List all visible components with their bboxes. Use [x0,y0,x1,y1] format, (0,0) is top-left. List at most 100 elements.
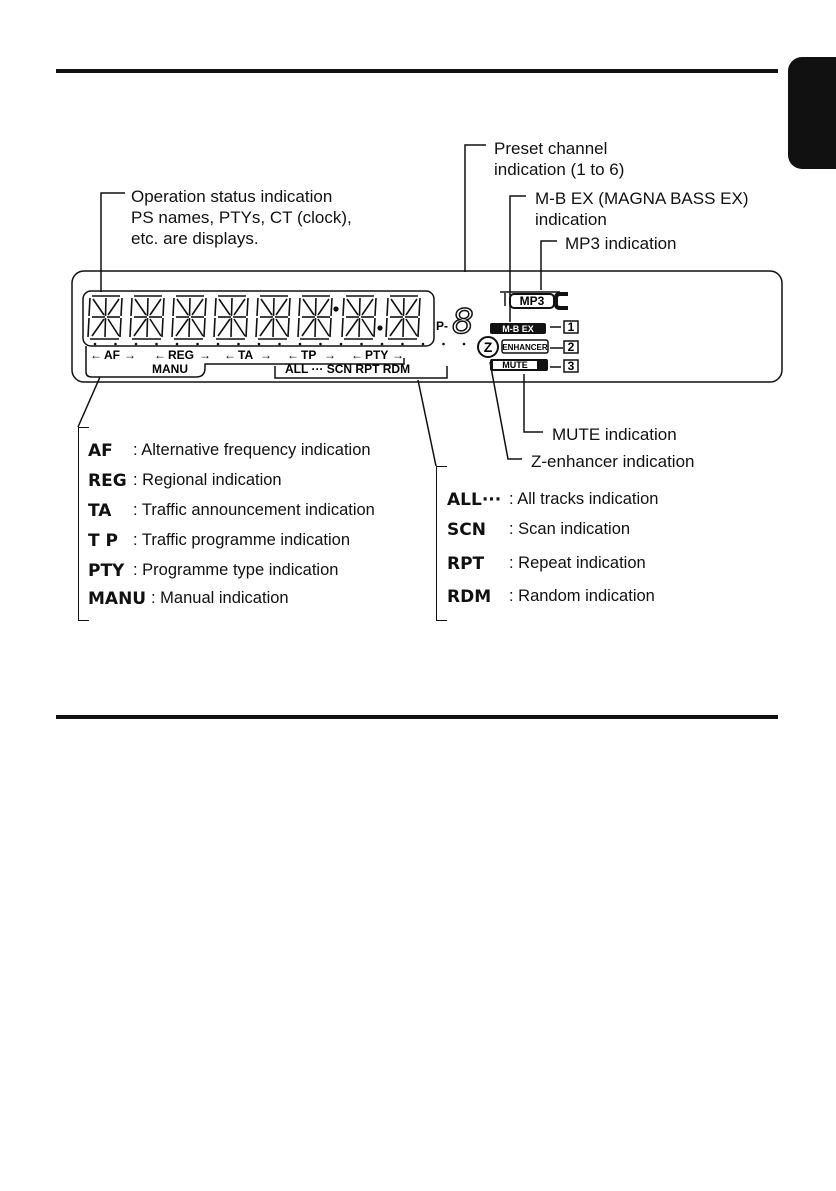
z-logo: Z [484,339,493,355]
indicator-dot [175,342,179,346]
lcd-playback-row: ALL ··· SCN RPT RDM [285,362,410,376]
callout-operation: Operation status indication PS names, PT… [131,187,352,248]
mute-badge: MUTE [502,360,528,370]
segment-char [341,295,383,340]
legend-desc-ta: : Traffic announcement indication [133,501,375,519]
legend-key-scn: SCN [447,520,486,540]
indicator-dot [360,342,363,346]
legend-key-af: AF [88,441,113,461]
preset-number-1: 1 [568,320,575,334]
indicator-dot [114,342,117,346]
callout-zenhancer: Z-enhancer indication [531,452,695,471]
leader-mbex [509,195,526,322]
callout-mbex: M-B EX (MAGNA BASS EX) indication [535,189,749,229]
legend-desc-all: : All tracks indication [509,490,659,508]
preset-prefix: P- [436,319,448,333]
svg-text:→: → [124,348,136,362]
indicator-dot [155,342,158,346]
indicator-dot [237,342,240,346]
legend-desc-rdm: : Random indication [509,587,655,605]
segment-char [297,295,339,340]
leader-preset [464,144,486,272]
preset-digit: 8 [452,302,474,342]
svg-text:←: ← [351,348,363,362]
lcd-tp: TP [301,348,316,362]
indicator-dot [339,342,343,346]
leader-zenhancer [489,361,522,460]
preset-number-2: 2 [568,340,575,354]
svg-text:→: → [392,348,404,362]
callout-mp3: MP3 indication [565,234,677,253]
lcd-reg: REG [168,348,194,362]
segment-char [171,295,207,340]
legend-desc-reg: : Regional indication [133,471,282,489]
dot-row [93,342,466,346]
indicator-dot [380,342,384,346]
svg-text:←: ← [224,348,236,362]
svg-text:→: → [199,348,211,362]
indicator-dot [93,342,97,346]
legend-desc-scn: : Scan indication [509,520,631,538]
indicator-dot [462,342,466,346]
svg-text:→: → [324,348,336,362]
segment-char [255,295,291,340]
leader-mp3 [540,240,557,290]
preset-numbers: 1 2 3 [563,320,579,373]
mbex-badge: M-B EX [502,324,534,334]
legend-key-all: ALL··· [447,490,502,510]
indicator-dot [196,342,199,346]
top-rule [56,69,778,73]
mbex-badge-frame [490,323,546,334]
legend-desc-rpt: : Repeat indication [509,554,646,572]
callout-preset: Preset channel indication (1 to 6) [494,139,625,179]
leader-mute [523,374,543,433]
legend-key-reg: REG [88,471,127,491]
indicator-dot [278,342,281,346]
language-tab [788,57,836,169]
segment-area [82,290,435,347]
legend-desc-manu: : Manual indication [151,589,289,607]
playback-bracket [274,366,448,379]
svg-text:→: → [260,348,272,362]
lcd-diagram: P- 8 MP3 M-B EX Z ENHANCER MUTE 1 2 3 ← … [71,144,783,467]
indicator-dot [421,342,425,346]
preset-bracket [550,326,563,368]
segment-characters [87,295,421,340]
lcd-ta: TA [238,348,253,362]
legend-key-ta: TA [88,501,112,521]
lcd-af: AF [104,348,120,362]
legend-key-manu: MANU [88,589,147,609]
legend-key-rpt: RPT [447,554,485,574]
segment-char [385,295,421,340]
indicator-dot [442,342,445,346]
legend-desc-pty: : Programme type indication [133,561,339,579]
preset-number-3: 3 [568,359,575,373]
bottom-rule [56,715,778,719]
lcd-pty: PTY [365,348,388,362]
enhancer-badge: ENHANCER [502,343,548,352]
leader-right-legend [417,379,437,467]
indicator-dot [298,342,302,346]
tuner-indicators: ← AF → ← REG → ← TA → ← TP → ← PTY → MAN… [90,348,410,376]
legend-key-pty: PTY [88,561,125,581]
mp3-badge: MP3 [520,294,545,308]
legend-key-tp: T P [88,531,118,551]
leader-left-legend [77,376,101,428]
left-legend-bracket [78,427,89,621]
indicator-dot [216,342,220,346]
mp3-c-mark [554,292,568,310]
segment-char [129,295,165,340]
z-logo-circle [477,336,499,358]
segment-char [87,295,123,340]
callout-mute: MUTE indication [552,425,677,444]
tuner-bracket [85,346,405,378]
legend-desc-tp: : Traffic programme indication [133,531,351,549]
enhancer-badge-frame [501,339,549,354]
right-legend-bracket [436,466,447,621]
indicator-dot [401,342,404,346]
indicator-dot [134,342,138,346]
mp3-bracket [500,291,560,306]
indicator-dot [257,342,261,346]
svg-text:←: ← [154,348,166,362]
legend-key-rdm: RDM [447,587,492,607]
